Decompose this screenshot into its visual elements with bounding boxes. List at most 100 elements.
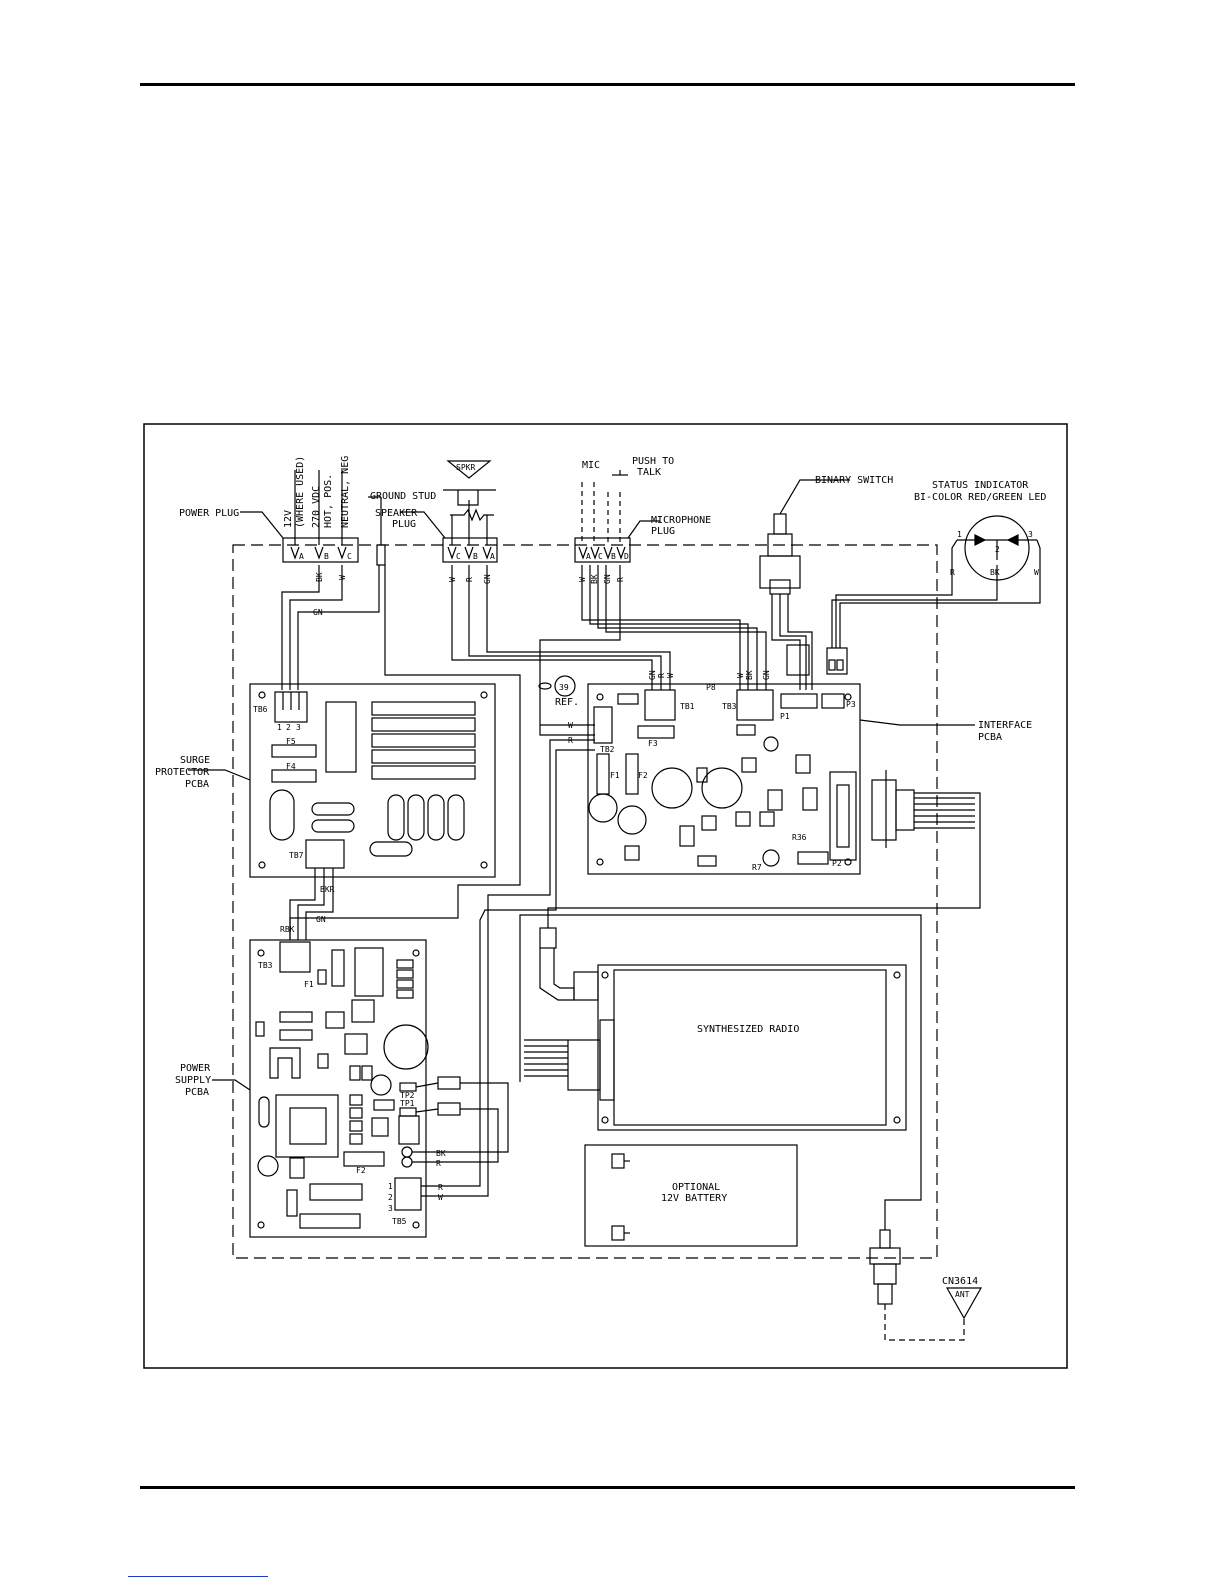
speaker-plug-label-1: SPEAKER (375, 508, 418, 519)
mic-pin-b: B (611, 552, 616, 561)
tb1-wire-w: W (666, 673, 675, 678)
interface-pcba-label-1: INTERFACE (978, 720, 1032, 731)
refdes-f3-if: F3 (648, 739, 658, 748)
refdes-p8: P8 (706, 683, 716, 692)
plug-where-used-label: (WHERE USED) (295, 456, 306, 528)
power-pin-a: A (299, 552, 304, 561)
mic-pin-c: C (598, 552, 603, 561)
tb5-pin-2: 2 (388, 1193, 393, 1202)
led-pin-3: 3 (1028, 530, 1033, 539)
refdes-f5: F5 (286, 737, 296, 746)
enclosure-outline (232, 544, 938, 1259)
mic-wire-w: W (578, 577, 587, 582)
tb3-wire-w: W (736, 673, 745, 678)
status-led (957, 515, 1037, 581)
refdes-tb1: TB1 (680, 702, 695, 711)
power-supply-label-1: POWER (180, 1063, 211, 1074)
tb6-pin-2: 2 (286, 723, 291, 732)
ref-bubble (554, 675, 576, 697)
led-pin-2: 2 (995, 545, 1000, 554)
refdes-tp2: TP2 (400, 1091, 415, 1100)
plug-hot-pos-label: HOT, POS. (323, 474, 334, 528)
tb5-pin-1: 1 (388, 1182, 393, 1191)
mic-wire-r: R (616, 577, 625, 582)
surge-protector-pcba (249, 683, 496, 878)
led-wire-w: W (1034, 568, 1039, 577)
refdes-r36: R36 (792, 833, 807, 842)
speaker-plug-label-2: PLUG (392, 519, 416, 530)
refdes-tb6: TB6 (253, 705, 268, 714)
led-wire-r: R (950, 568, 955, 577)
synthesized-radio (539, 927, 907, 1131)
refdes-tb3-ps: TB3 (258, 961, 273, 970)
tb1-wire-gn: GN (648, 670, 657, 680)
interface-pcba-label-2: PCBA (978, 732, 1002, 743)
ref-label: REF. (555, 697, 579, 708)
bottom-rule (140, 1486, 1075, 1489)
spk-wire-gn: GN (483, 574, 492, 584)
optional-battery-label-1: OPTIONAL (672, 1182, 720, 1193)
status-indicator-label-1: STATUS INDICATOR (932, 480, 1029, 491)
refdes-f1-if: F1 (610, 771, 620, 780)
mic-pin-a: A (586, 552, 591, 561)
binary-switch-label: BINARY SWITCH (815, 475, 893, 486)
refdes-f1-ps: F1 (304, 980, 314, 989)
refdes-p1: P1 (780, 712, 790, 721)
surge-label-3: PCBA (185, 779, 209, 790)
led-pin-1: 1 (957, 530, 962, 539)
push-to-talk-label-2: TALK (637, 467, 661, 478)
microphone-plug-label-1: MICROPHONE (651, 515, 711, 526)
footer-link-underline[interactable] (128, 1576, 268, 1577)
wire-bk: BK (315, 572, 324, 582)
spk-wire-w: W (448, 577, 457, 582)
led-wire-bk: BK (990, 568, 1000, 577)
tb2-wire-r: R (568, 736, 573, 745)
interface-pcba (587, 683, 861, 875)
cn3614-label: CN3614 (942, 1276, 978, 1287)
power-plug-label: POWER PLUG (179, 508, 239, 519)
surge-label-2: PROTECTOR (155, 767, 210, 778)
tp2-wire-bk: BK (436, 1149, 446, 1158)
microphone-plug-label-2: PLUG (651, 526, 675, 537)
tb6-pin-3: 3 (296, 723, 301, 732)
power-supply-label-2: SUPPLY (175, 1075, 211, 1086)
mic-wire-gn: GN (603, 574, 612, 584)
wire-w: W (338, 575, 347, 580)
speaker-pin-c: C (456, 552, 461, 561)
plug-270vdc-label: 270 VDC (311, 486, 322, 528)
power-pin-c: C (347, 552, 352, 561)
optional-battery (584, 1144, 798, 1247)
microphone-plug (574, 470, 660, 563)
power-supply-label-3: PCBA (185, 1087, 209, 1098)
speaker-pin-a: A (490, 552, 495, 561)
speaker-pin-b: B (473, 552, 478, 561)
ref-number: 39 (559, 683, 569, 692)
refdes-tb7: TB7 (289, 851, 304, 860)
tb6-pin-1: 1 (277, 723, 282, 732)
optional-battery-label-2: 12V BATTERY (661, 1193, 727, 1204)
mic-pin-d: D (624, 552, 629, 561)
refdes-f4: F4 (286, 762, 296, 771)
mic-label: MIC (582, 460, 600, 471)
power-plug (240, 470, 359, 563)
tp1-wire-r: R (436, 1159, 441, 1168)
binary-switch (759, 479, 850, 595)
top-rule (140, 83, 1075, 86)
spkr-label: SPKR (456, 463, 475, 472)
tb3-wire-bk: BK (745, 670, 754, 680)
refdes-tb5: TB5 (392, 1217, 407, 1226)
power-pin-b: B (324, 552, 329, 561)
power-supply-pcba (249, 939, 429, 1238)
tb5-pin-3: 3 (388, 1204, 393, 1213)
plug-neutral-neg-label: NEUTRAL, NEG (340, 456, 351, 528)
refdes-tb3-if: TB3 (722, 702, 737, 711)
refdes-p3: P3 (846, 700, 856, 709)
plug-12v-label: 12V (283, 510, 294, 528)
refdes-f2-if: F2 (638, 771, 648, 780)
diagram-frame (143, 423, 1068, 1369)
ground-stud-label: GROUND STUD (370, 491, 436, 502)
status-indicator-label-2: BI-COLOR RED/GREEN LED (914, 492, 1046, 503)
tb7-wire-bkr: BKR (320, 885, 335, 894)
